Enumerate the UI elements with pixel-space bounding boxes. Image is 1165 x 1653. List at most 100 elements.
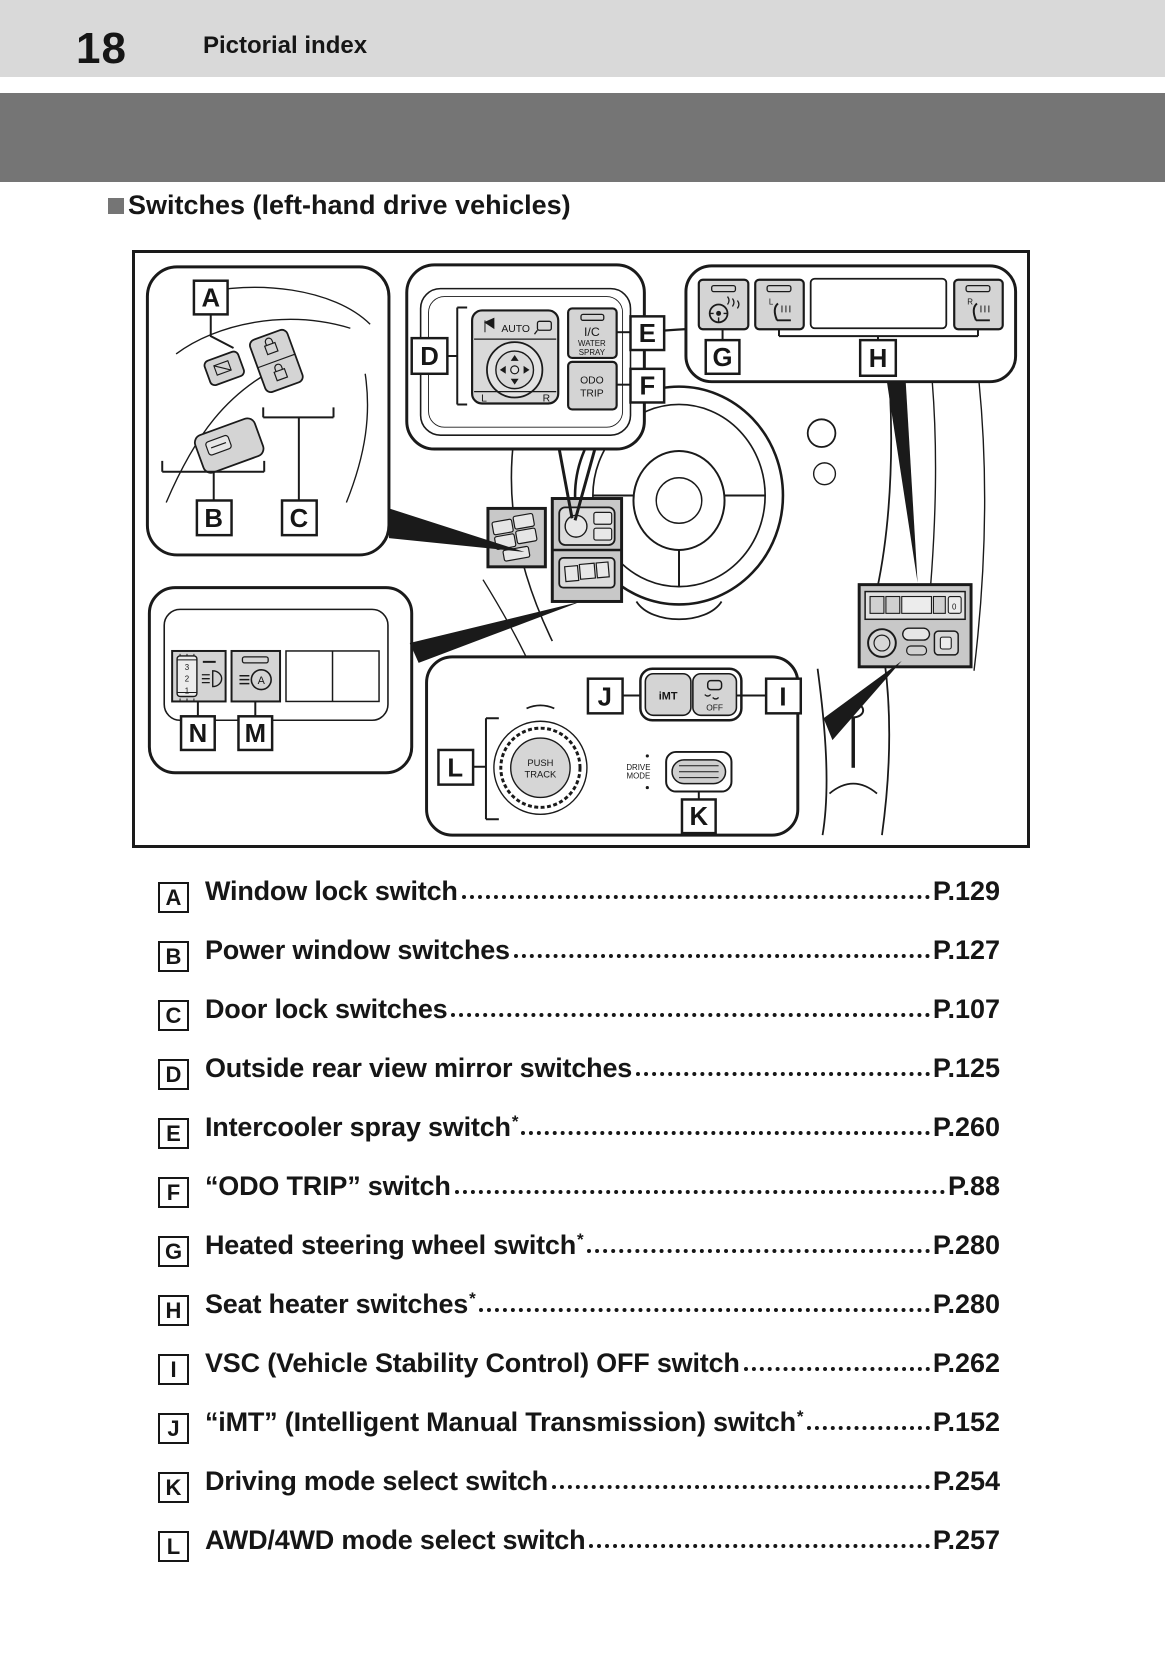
knob-track-label: TRACK — [524, 769, 557, 780]
row-letter-box: I — [158, 1354, 189, 1385]
row-page-ref: P.254 — [932, 1466, 1000, 1496]
page-number: 18 — [76, 24, 127, 73]
callout-letter-a: A — [201, 284, 220, 312]
chapter-color-band — [0, 93, 1165, 182]
callout-console-switches: J iMT OFF I PUSH — [425, 655, 803, 837]
section-title-text: Switches (left-hand drive vehicles) — [128, 190, 571, 220]
dot-leader — [636, 1072, 930, 1076]
dot-leader — [521, 1131, 930, 1135]
section-title: Switches (left-hand drive vehicles) — [108, 190, 571, 221]
climate-zero-label: 0 — [952, 602, 957, 611]
callout-letter-n: N — [189, 720, 208, 748]
callout-letter-l: L — [447, 755, 463, 783]
seat-heater-left-button: L — [754, 278, 805, 331]
row-label: Outside rear view mirror switches — [205, 1053, 633, 1083]
chapter-title: Pictorial index — [203, 32, 368, 59]
callout-letter-i: I — [779, 683, 786, 711]
window-switch-cluster — [193, 328, 304, 474]
vsc-off-label: OFF — [706, 702, 723, 712]
label-box-k: K — [680, 791, 717, 835]
row-label: Seat heater switches — [205, 1289, 469, 1319]
knob-push-label: PUSH — [527, 757, 553, 768]
row-letter-box: G — [158, 1236, 189, 1267]
index-row-i: I VSC (Vehicle Stability Control) OFF sw… — [158, 1342, 1000, 1401]
blank-switch-plate — [809, 277, 948, 330]
row-footnote-mark: * — [511, 1112, 519, 1131]
row-label: “iMT” (Intelligent Manual Transmission) … — [205, 1407, 796, 1437]
imt-button-label: iMT — [659, 690, 678, 702]
row-letter-box: H — [158, 1295, 189, 1326]
row-page-ref: P.262 — [932, 1348, 1000, 1378]
ic-line3: SPRAY — [579, 348, 606, 357]
arrow-console — [823, 660, 902, 741]
seat-heater-right-button: R — [953, 278, 1004, 331]
row-page-ref: P.152 — [932, 1407, 1000, 1437]
seat-left-label: L — [769, 297, 774, 306]
callout-headlight-switches: 3 2 1 A N — [147, 586, 414, 775]
ic-line1: I/C — [584, 325, 600, 339]
dial-3: 3 — [185, 663, 190, 672]
callout-letter-c: C — [290, 505, 309, 533]
dot-leader — [461, 895, 930, 899]
callout-letter-m: M — [245, 720, 266, 748]
steering-wheel — [573, 385, 785, 621]
index-row-g: G Heated steering wheel switch*P.280 — [158, 1224, 1000, 1283]
row-footnote-mark: * — [577, 1230, 584, 1249]
row-letter-box: A — [158, 882, 189, 913]
climate-control-panel: 0 — [857, 583, 973, 669]
mirror-left-label: L — [481, 393, 487, 404]
dot-leader — [513, 954, 930, 958]
dot-leader — [806, 1426, 930, 1430]
drive-mode-switch: DRIVE MODE — [626, 750, 733, 793]
row-label: Driving mode select switch — [205, 1466, 548, 1496]
auto-headlight-button: A — [230, 649, 282, 703]
callout-letter-b: B — [204, 505, 223, 533]
dot-leader — [743, 1367, 930, 1371]
label-box-j: J — [586, 677, 649, 715]
dot-leader — [589, 1544, 930, 1548]
callout-heater-switches: L R G H — [684, 264, 1018, 384]
index-row-j: J “iMT” (Intelligent Manual Transmission… — [158, 1401, 1000, 1460]
label-box-a: A — [192, 279, 234, 349]
callout-letter-d: D — [420, 343, 439, 371]
row-letter-box: J — [158, 1413, 189, 1444]
arrow-door-panel — [388, 508, 525, 552]
row-footnote-mark: * — [469, 1289, 476, 1308]
callout-door-switches: A B C — [145, 265, 391, 557]
dot-leader — [451, 1013, 930, 1017]
row-label: Intercooler spray switch — [205, 1112, 511, 1142]
mode-label: MODE — [627, 772, 651, 781]
label-box-i: I — [736, 677, 803, 715]
callout-mirror-odo-switches: AUTO L R I/C WATER SPRAY — [405, 263, 666, 451]
row-letter-box: E — [158, 1118, 189, 1149]
square-bullet-icon — [108, 198, 124, 214]
switches-diagram: 0 — [132, 250, 1030, 848]
mirror-right-label: R — [543, 393, 551, 404]
dot-leader — [586, 1249, 930, 1253]
dot-leader — [551, 1485, 930, 1489]
row-letter-box: C — [158, 1000, 189, 1031]
label-box-g: G — [704, 329, 741, 376]
column-switch-panel — [550, 497, 624, 603]
dot-leader — [454, 1190, 945, 1194]
row-page-ref: P.125 — [932, 1053, 1000, 1083]
arrow-headlight-panel — [409, 601, 581, 663]
row-letter-box: F — [158, 1177, 189, 1208]
row-label: VSC (Vehicle Stability Control) OFF swit… — [205, 1348, 740, 1378]
intercooler-spray-button: I/C WATER SPRAY — [567, 307, 618, 360]
odo-line1: ODO — [580, 376, 604, 387]
callout-letter-e: E — [639, 320, 656, 348]
dot-leader — [478, 1308, 930, 1312]
index-row-c: C Door lock switches P.107 — [158, 988, 1000, 1047]
row-label: Door lock switches — [205, 994, 448, 1024]
odo-trip-button: ODO TRIP — [567, 360, 618, 411]
steering-heater-button — [697, 278, 750, 331]
left-switch-panel — [486, 506, 547, 569]
